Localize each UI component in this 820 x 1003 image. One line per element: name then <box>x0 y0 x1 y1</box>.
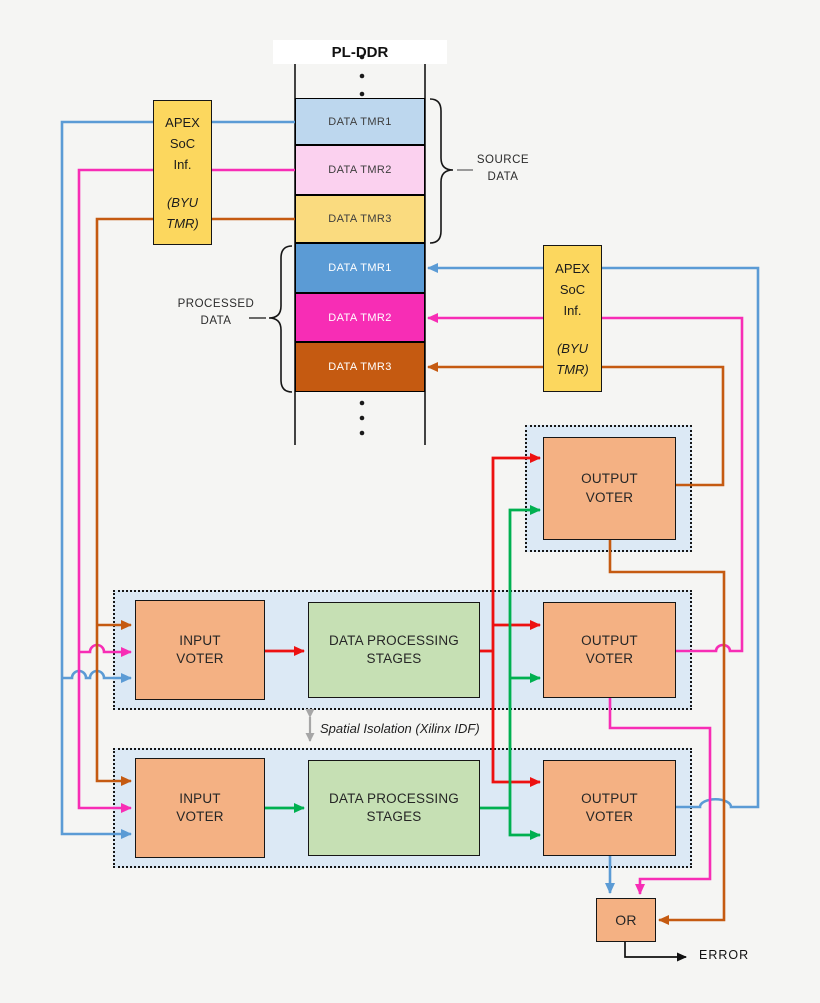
apex-soc-interface-left: APEX SoC Inf. (BYU TMR) <box>153 100 212 245</box>
input-voter-bottom: INPUT VOTER <box>135 758 265 858</box>
or-to-error-line <box>624 942 687 962</box>
memory-block-processed-tmr1: DATA TMR1 <box>295 243 425 293</box>
orange-error-to-or-line <box>608 540 726 925</box>
memory-block-processed-tmr2: DATA TMR2 <box>295 293 425 342</box>
processed-data-label: PROCESSED DATA <box>177 298 255 327</box>
red-branch-top-voter <box>491 453 541 651</box>
memory-title: PL-DDR <box>273 40 447 64</box>
output-voter-top: OUTPUT VOTER <box>543 437 676 540</box>
green-branch-bottom-voter <box>508 808 541 840</box>
red-branch-bottom-voter <box>491 651 541 787</box>
output-voter-mid: OUTPUT VOTER <box>543 602 676 698</box>
memory-block-source-tmr3: DATA TMR3 <box>295 195 425 243</box>
apex-soc-interface-right: APEX SoC Inf. (BYU TMR) <box>543 245 602 392</box>
or-gate: OR <box>596 898 656 942</box>
error-label: ERROR <box>699 948 750 962</box>
data-processing-stages-bottom: DATA PROCESSING STAGES <box>308 760 480 856</box>
memory-block-source-tmr1: DATA TMR1 <box>295 98 425 145</box>
spatial-isolation-label: Spatial Isolation (Xilinx IDF) <box>320 721 480 736</box>
output-voter-bottom: OUTPUT VOTER <box>543 760 676 856</box>
data-processing-stages-mid: DATA PROCESSING STAGES <box>308 602 480 698</box>
memory-block-processed-tmr3: DATA TMR3 <box>295 342 425 392</box>
input-voter-mid: INPUT VOTER <box>135 600 265 700</box>
green-branch-top-voter <box>508 505 541 808</box>
blue-mid-input-branch <box>62 669 132 683</box>
blue-writeback-line <box>427 263 760 809</box>
processed-data-brace <box>268 245 293 393</box>
memory-block-source-tmr2: DATA TMR2 <box>295 145 425 195</box>
magenta-error-to-or-line <box>608 698 712 895</box>
source-data-label: SOURCE DATA <box>476 154 530 183</box>
source-data-brace <box>429 98 454 244</box>
